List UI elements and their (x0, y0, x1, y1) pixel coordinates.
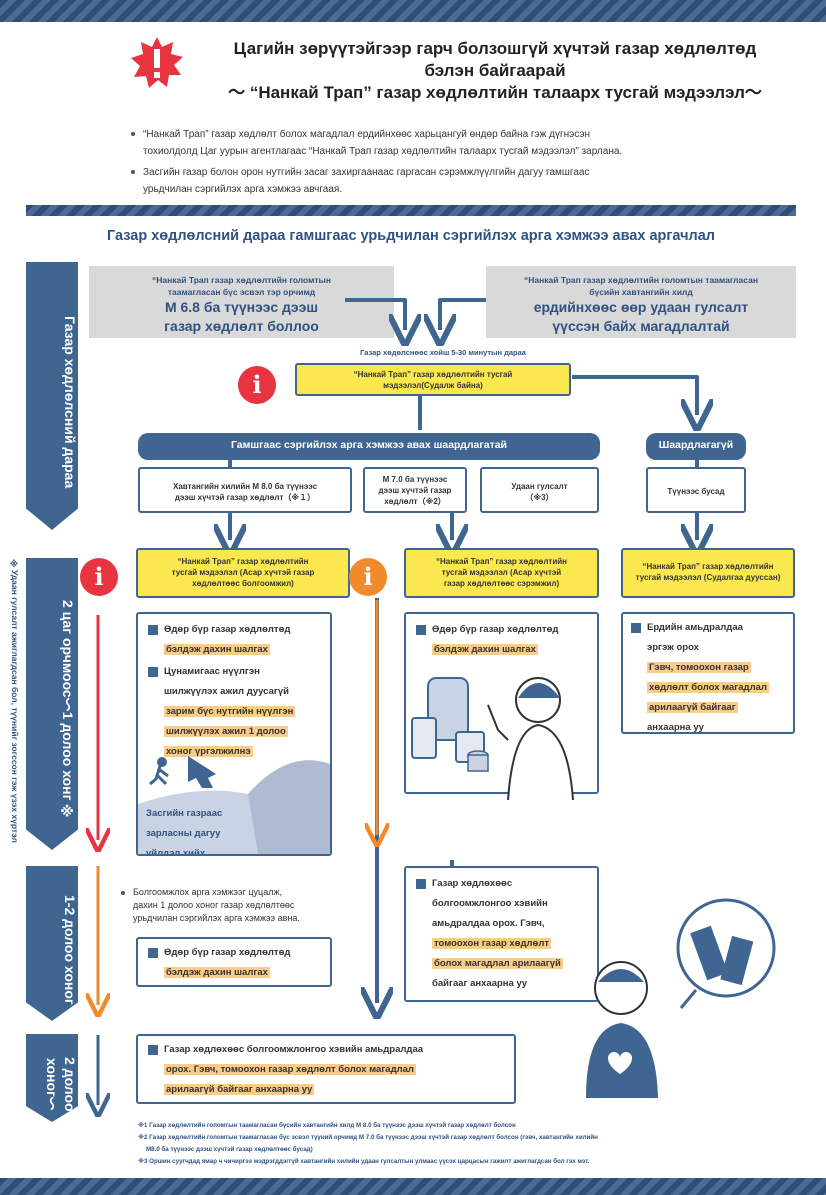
side-note: ※Удаан гулсалт ажиглагдсан бол, түүнийг … (10, 560, 20, 843)
phase-2week-plus: 2 долоо хоног～ (26, 1034, 78, 1122)
info-icon-orange: i (349, 558, 387, 596)
grey-box-left: “Нанкай Трап газар хөдлөлтийн голомтын т… (89, 266, 394, 338)
mid-note: Болгоомжлох арга хэмжээг цуцалж, дахин 1… (121, 886, 361, 925)
page-title: Цагийн зөрүүтэйгээр гарч болзошгүй хүчтэ… (228, 39, 762, 102)
phase-1-2week: 1-2 долоо хоног (26, 866, 78, 1021)
footnotes: ※1 Газар хөдлөлтийн голомтын таамагласан… (138, 1122, 598, 1165)
info-icon-red-2: i (80, 558, 118, 596)
warning-burst-icon (131, 37, 183, 88)
grey-box-right: “Нанкай Трап газар хөдлөлтийн голомтын т… (486, 266, 796, 338)
info-box-investigating: “Нанкай Трап” газар хөдлөлтийн тусгай мэ… (295, 363, 571, 396)
top-stripe (0, 0, 826, 22)
phase-2h-1week: 2 цаг орчмоос～1 долоо хонг ※ (26, 558, 78, 850)
tsunami-evacuation-illustration (138, 756, 330, 854)
info-icon-red: i (238, 366, 276, 404)
pill-not-needed: Шаардлагагүй (646, 433, 746, 460)
divider-stripe (26, 205, 796, 216)
action-box-2weeks: Газар хөдлөхөөс болгоомжлонгоо хэвийн ам… (136, 1034, 516, 1104)
emergency-supplies-illustration (411, 677, 574, 800)
phase-after-quake: Газар хөдлөлсний дараа (26, 262, 78, 530)
intro-bullets: “Нанкай Трап” газар хөдлөлт болох магадл… (131, 126, 771, 198)
collapsed-building-illustration (586, 898, 776, 1098)
condition-other: Түүнээс бусад (646, 467, 746, 513)
timing-label: Газар хөдөлснөөс хойш 5-30 минутын дараа (360, 348, 526, 357)
section-title: Газар хөдлөлсний дараа гамшгаас урьдчила… (106, 228, 716, 244)
condition-slow-slip: Удаан гулсалт（※3） (480, 467, 599, 513)
pill-measures-needed: Гамшгаас сэргийлэх арга хэмжээ авах шаар… (138, 433, 600, 460)
bottom-stripe (0, 1178, 826, 1195)
